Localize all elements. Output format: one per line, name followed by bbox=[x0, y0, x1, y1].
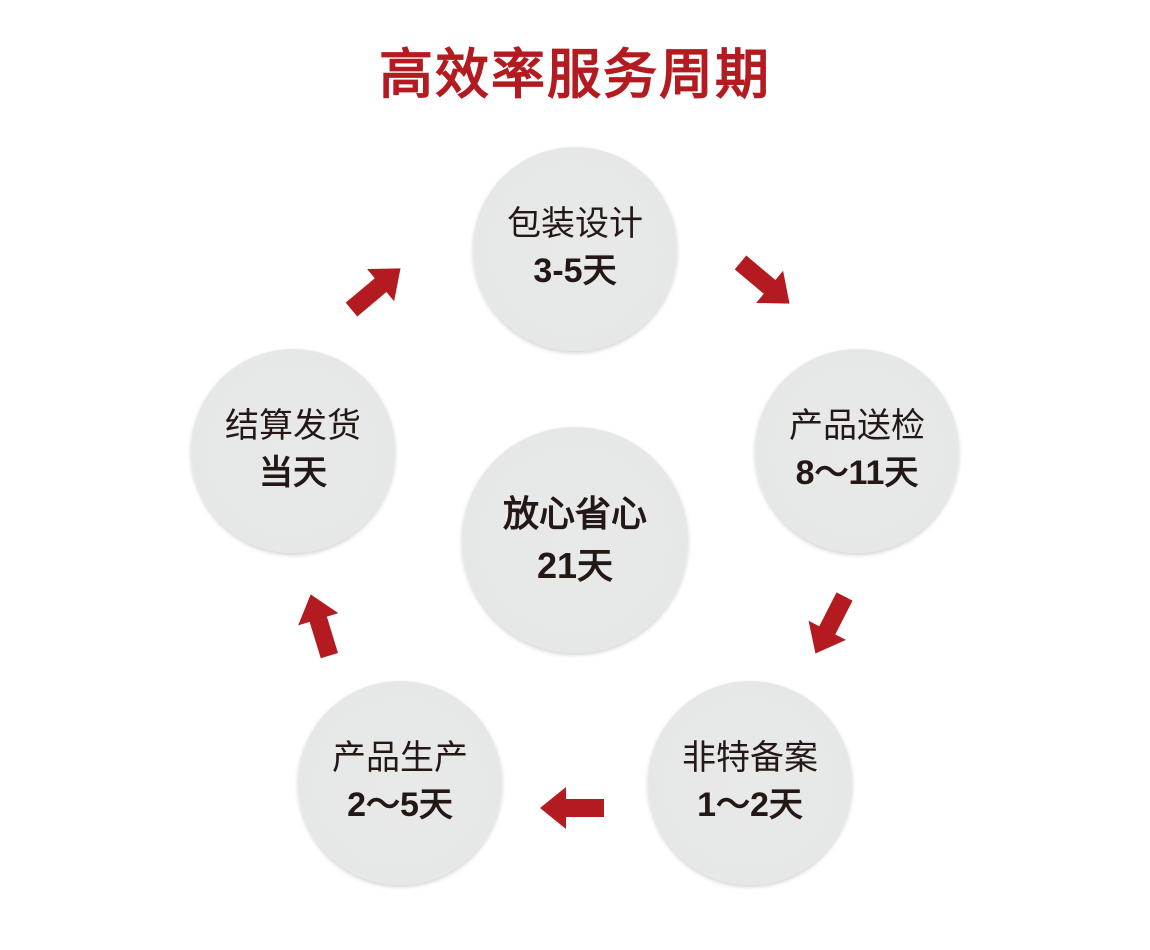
step-filing: 非特备案 1～2天 bbox=[648, 681, 852, 885]
arrow-left-down-icon bbox=[796, 586, 864, 664]
step-product-inspection: 产品送检 8～11天 bbox=[755, 349, 959, 553]
arrow-right-up-icon bbox=[337, 252, 415, 326]
step-duration: 1～2天 bbox=[697, 786, 803, 824]
arrow-up-icon bbox=[290, 588, 350, 662]
step-packaging-design: 包装设计 3-5天 bbox=[473, 147, 677, 351]
step-name: 产品送检 bbox=[789, 407, 925, 445]
step-settlement-shipping: 结算发货 当天 bbox=[191, 349, 395, 553]
step-name: 结算发货 bbox=[225, 407, 361, 445]
step-production: 产品生产 2～5天 bbox=[298, 681, 502, 885]
step-name: 产品生产 bbox=[332, 739, 468, 777]
center-name: 放心省心 bbox=[502, 493, 647, 534]
step-duration: 当天 bbox=[259, 454, 327, 492]
step-name: 非特备案 bbox=[682, 739, 818, 777]
step-name: 包装设计 bbox=[507, 205, 643, 243]
arrow-right-down-icon bbox=[726, 246, 804, 320]
center-summary: 放心省心 21天 bbox=[462, 427, 688, 653]
arrow-left-icon bbox=[540, 787, 604, 829]
step-duration: 2～5天 bbox=[347, 786, 453, 824]
center-duration: 21天 bbox=[536, 545, 614, 586]
step-duration: 3-5天 bbox=[533, 252, 617, 290]
page-title: 高效率服务周期 bbox=[379, 45, 771, 105]
step-duration: 8～11天 bbox=[795, 454, 919, 492]
